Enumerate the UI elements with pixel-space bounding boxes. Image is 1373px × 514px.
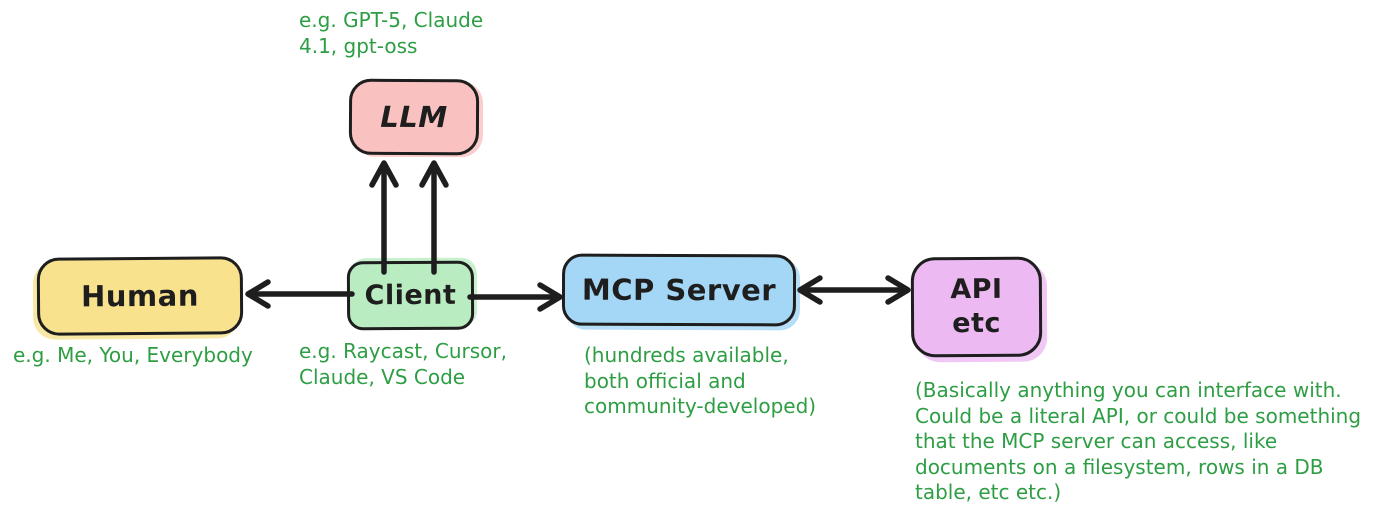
node-llm-label: LLM (380, 99, 448, 135)
node-mcp-server-label: MCP Server (581, 272, 777, 308)
node-client[interactable]: Client (346, 260, 475, 331)
node-llm[interactable]: LLM (348, 78, 480, 156)
arrow-client-to-llm-left (369, 160, 399, 275)
note-human-examples: e.g. Me, You, Everybody (13, 343, 253, 367)
node-api[interactable]: API etc (910, 256, 1043, 358)
arrow-client-to-mcp-server (467, 282, 563, 312)
node-client-label: Client (364, 279, 457, 311)
arrow-client-to-llm-right (419, 160, 449, 275)
node-mcp-server[interactable]: MCP Server (561, 253, 797, 327)
arrow-mcp-server-api (797, 275, 911, 305)
node-human[interactable]: Human (36, 256, 244, 336)
arrow-client-to-human (245, 279, 355, 309)
node-human-label: Human (80, 278, 200, 314)
note-mcp-server-description: (hundreds available, both official and c… (584, 343, 817, 419)
note-client-examples: e.g. Raycast, Cursor, Claude, VS Code (299, 339, 507, 389)
note-llm-examples: e.g. GPT-5, Claude 4.1, gpt-oss (299, 8, 484, 58)
node-api-label: API etc (950, 274, 1003, 340)
note-api-description: (Basically anything you can interface wi… (915, 378, 1362, 505)
